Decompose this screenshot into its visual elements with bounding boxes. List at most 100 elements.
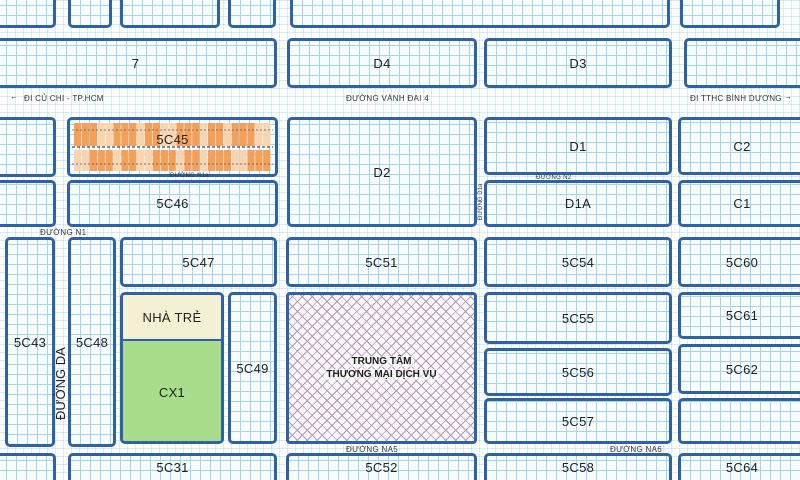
plot-lot[interactable] — [89, 123, 98, 146]
plot-lot[interactable] — [152, 123, 161, 146]
block-top-strip-2[interactable] — [68, 0, 112, 28]
block-5c54[interactable]: 5C54 — [484, 237, 672, 287]
plot-lot[interactable] — [74, 150, 82, 171]
plot-lot[interactable] — [144, 123, 153, 146]
plot-lot[interactable] — [239, 123, 247, 146]
block-5c56[interactable]: 5C56 — [484, 348, 672, 396]
block-5c62-label: 5C62 — [725, 361, 759, 377]
plot-lot[interactable] — [231, 150, 239, 171]
plot-lot[interactable] — [113, 150, 121, 171]
plot-lot[interactable] — [81, 150, 90, 171]
plot-lot[interactable] — [144, 150, 153, 171]
plot-lot[interactable] — [137, 123, 145, 146]
block-commercial-center[interactable]: TRUNG TÂM THƯƠNG MẠI DỊCH VỤ — [286, 292, 477, 444]
block-5c64[interactable]: 5C64 — [678, 453, 800, 480]
block-c1[interactable]: C1 — [678, 180, 800, 227]
block-5c45[interactable]: 5C45 — [67, 117, 278, 177]
plot-lot[interactable] — [129, 123, 137, 146]
plot-lot[interactable] — [97, 123, 105, 146]
block-5c62[interactable]: 5C62 — [678, 344, 800, 394]
block-5c46-label: 5C46 — [156, 196, 189, 211]
plot-lot[interactable] — [239, 150, 247, 171]
plot-lot[interactable] — [192, 150, 200, 171]
plot-lot[interactable] — [263, 123, 271, 146]
plot-lot[interactable] — [207, 123, 216, 146]
plot-lot[interactable] — [200, 150, 208, 171]
plot-lot[interactable] — [247, 123, 255, 146]
block-5c31[interactable]: 5C31 — [68, 453, 277, 480]
block-5c45-label: 5C45 — [156, 131, 189, 147]
plot-lot[interactable] — [160, 150, 168, 171]
plot-lot[interactable] — [247, 150, 255, 171]
block-d1[interactable]: D1 — [484, 117, 672, 175]
plot-lot[interactable] — [81, 123, 90, 146]
block-top-strip-4[interactable] — [228, 0, 276, 28]
block-d1a[interactable]: D1A — [484, 180, 672, 227]
block-d2[interactable]: D2 — [287, 117, 477, 227]
block-5c61[interactable]: 5C61 — [678, 292, 800, 339]
block-5c57[interactable]: 5C57 — [484, 398, 672, 444]
road-label-na6: ĐƯỜNG NA6 — [610, 445, 662, 454]
plot-lot[interactable] — [168, 150, 176, 171]
block-kindergarten-cx1[interactable]: NHÀ TRẺ CX1 — [120, 292, 224, 444]
plot-lot[interactable] — [121, 150, 129, 171]
block-d1a-label: D1A — [564, 196, 592, 211]
plot-lot[interactable] — [231, 123, 239, 146]
plot-lot[interactable] — [184, 123, 192, 146]
block-5c52[interactable]: 5C52 — [286, 453, 477, 480]
plot-lot[interactable] — [255, 150, 263, 171]
block-5c46[interactable]: 5C46 — [67, 180, 278, 227]
block-5c47[interactable]: 5C47 — [120, 237, 277, 287]
block-right-r8[interactable] — [678, 398, 800, 444]
block-5c61-label: 5C61 — [725, 308, 759, 323]
plot-lot[interactable] — [97, 150, 105, 171]
plot-lot[interactable] — [152, 150, 161, 171]
plot-lot[interactable] — [223, 150, 231, 171]
plot-lot[interactable] — [176, 150, 184, 171]
block-top-right[interactable] — [684, 38, 800, 88]
plot-lot[interactable] — [121, 123, 129, 146]
plot-lot[interactable] — [223, 123, 231, 146]
green-area-cx1[interactable]: CX1 — [123, 341, 221, 441]
plot-lot[interactable] — [215, 150, 224, 171]
block-5c58[interactable]: 5C58 — [484, 453, 672, 480]
block-5c49[interactable]: 5C49 — [228, 292, 277, 444]
block-5c55[interactable]: 5C55 — [484, 292, 672, 344]
block-top-strip-5[interactable] — [290, 0, 670, 28]
block-c2[interactable]: C2 — [678, 117, 800, 175]
plot-lot[interactable] — [207, 150, 216, 171]
plot-lot[interactable] — [255, 123, 263, 146]
plot-lot[interactable] — [263, 150, 271, 171]
plot-lot[interactable] — [113, 123, 121, 146]
plot-lot[interactable] — [192, 123, 200, 146]
plot-lot[interactable] — [105, 150, 113, 171]
block-top-strip-6[interactable] — [680, 0, 780, 28]
plot-lot[interactable] — [200, 123, 208, 146]
plot-lot[interactable] — [184, 150, 192, 171]
block-d4[interactable]: D4 — [287, 38, 477, 88]
block-7[interactable]: 7 — [0, 38, 277, 88]
block-5c60[interactable]: 5C60 — [678, 237, 800, 287]
block-left-r3[interactable] — [0, 117, 56, 177]
plot-lot[interactable] — [137, 150, 145, 171]
block-top-strip-3[interactable] — [120, 0, 220, 28]
plot-lot[interactable] — [74, 123, 82, 146]
block-left-r4[interactable] — [0, 180, 56, 227]
block-5c54-label: 5C54 — [561, 254, 595, 270]
block-5c51[interactable]: 5C51 — [286, 237, 477, 287]
plot-lot[interactable] — [176, 123, 184, 146]
block-top-strip-1[interactable] — [0, 0, 56, 28]
kindergarten-area[interactable]: NHÀ TRẺ — [123, 295, 221, 341]
block-5c48[interactable]: 5C48 — [68, 237, 116, 447]
block-5c43[interactable]: 5C43 — [5, 237, 55, 447]
block-d3[interactable]: D3 — [484, 38, 672, 88]
block-bottom-left[interactable] — [0, 453, 56, 480]
plot-lot[interactable] — [215, 123, 224, 146]
plot-lot[interactable] — [160, 123, 168, 146]
plot-lot[interactable] — [168, 123, 176, 146]
plot-lot[interactable] — [105, 123, 113, 146]
plot-lot[interactable] — [89, 150, 98, 171]
plot-lot[interactable] — [129, 150, 137, 171]
block-5c48-label: 5C48 — [75, 334, 109, 350]
